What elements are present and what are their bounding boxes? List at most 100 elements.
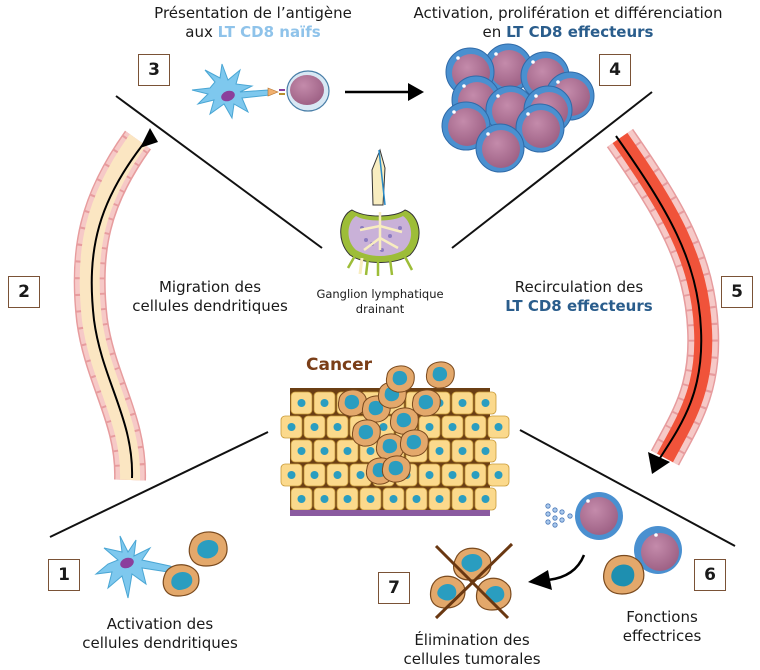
effector-t-cell (483, 43, 533, 93)
step-4-title-line2: en LT CD8 effecteurs (388, 23, 748, 42)
step-2-number-box: 2 (8, 276, 40, 308)
healthy-cell (487, 415, 510, 439)
healthy-cell (474, 487, 497, 511)
connector-line-4-center (451, 91, 653, 249)
step-7-label-line1: Élimination des (414, 631, 530, 649)
step-4-title: Activation, prolifération et différencia… (388, 4, 748, 42)
healthy-cell (290, 487, 313, 511)
arrowhead-icon (408, 83, 424, 101)
healthy-cell (290, 391, 313, 415)
mhc-antigen-icon (267, 87, 279, 97)
step-1-label: Activation des cellules dendritiques (80, 615, 240, 653)
effector-t-cell-label: LT CD8 effecteurs (506, 23, 654, 41)
tumor-cell (381, 455, 411, 483)
step-7-label-line2: cellules tumorales (403, 650, 541, 668)
tumor-cell (475, 577, 512, 611)
healthy-cell (487, 463, 510, 487)
blood-vessel (606, 128, 720, 474)
tumor-cell (425, 361, 455, 389)
dendritic-cell-nucleus (221, 90, 235, 102)
healthy-cell (405, 487, 428, 511)
step-4-title-prefix: en (482, 23, 507, 41)
healthy-cell (336, 439, 359, 463)
tumor-cell (603, 554, 645, 595)
step-2-label-line2: cellules dendritiques (132, 297, 288, 315)
healthy-cell (359, 487, 382, 511)
arrowhead-icon (140, 128, 158, 148)
healthy-cell (336, 487, 359, 511)
cancer-label: Cancer (306, 355, 373, 375)
healthy-cell (326, 415, 349, 439)
lymphatic-vessel (73, 128, 158, 481)
tumor-cell (429, 575, 466, 609)
lymph-node-label: Ganglion lymphatique drainant (300, 287, 460, 317)
arrowhead-icon (528, 570, 552, 590)
tumor-cell (162, 564, 200, 597)
healthy-cell (303, 415, 326, 439)
tumor-cell (351, 419, 381, 447)
healthy-cell (451, 487, 474, 511)
step-3-title-line2: aux LT CD8 naïfs (108, 23, 398, 42)
tumor-cell (453, 547, 492, 581)
healthy-cell (441, 415, 464, 439)
naive-t-cell-label: LT CD8 naïfs (217, 23, 321, 41)
tumor-cell (337, 389, 367, 417)
healthy-cell (313, 391, 336, 415)
lymph-node-label-line2: drainant (355, 302, 405, 316)
connector-line-tumor-1 (49, 431, 269, 538)
connector-line-tumor-6 (519, 429, 736, 547)
step-4-title-line1: Activation, prolifération et différencia… (413, 4, 723, 22)
step-7-number-box: 7 (378, 572, 410, 604)
step-1-label-line1: Activation des (106, 615, 214, 633)
tumor-cell (385, 365, 415, 393)
arrowhead-icon (648, 452, 670, 474)
step-2-label-line1: Migration des (158, 278, 262, 296)
step-5-label-line2: LT CD8 effecteurs (505, 297, 653, 315)
healthy-cell (451, 439, 474, 463)
healthy-cell (474, 391, 497, 415)
lymph-node-illustration (340, 148, 420, 276)
healthy-cell (382, 487, 405, 511)
healthy-cell (303, 463, 326, 487)
step-5-label-line1: Recirculation des (514, 278, 644, 296)
effector-functions-illustration (528, 492, 682, 595)
effector-t-cell (475, 123, 525, 173)
cross-icon (434, 542, 514, 620)
step-1-label-line2: cellules dendritiques (82, 634, 238, 652)
antigen-presentation-illustration (191, 63, 330, 120)
dendritic-cell-activation-illustration (94, 531, 228, 599)
healthy-cell (326, 463, 349, 487)
step-6-label-line1: Fonctions (626, 608, 698, 626)
tumor-cell (375, 433, 405, 461)
healthy-cell (280, 463, 303, 487)
tumor-cell (399, 429, 429, 457)
lymph-node-label-line1: Ganglion lymphatique (316, 287, 444, 301)
step-3-title-line1: Présentation de l’antigène (154, 4, 352, 22)
step-3-title-prefix: aux (185, 23, 218, 41)
effector-t-cell-cluster (441, 43, 595, 173)
healthy-cell (428, 439, 451, 463)
step-1-number-box: 1 (48, 559, 80, 591)
healthy-cell (280, 415, 303, 439)
cytotoxic-granules-icon (545, 503, 573, 528)
healthy-cell (464, 463, 487, 487)
tumor-cell (411, 389, 441, 417)
step-6-label: Fonctions effectrices (612, 608, 712, 646)
healthy-cell (464, 415, 487, 439)
healthy-cell (418, 463, 441, 487)
healthy-cell (313, 487, 336, 511)
healthy-cell (451, 391, 474, 415)
connector-line-3-center (115, 95, 323, 249)
healthy-cell (428, 487, 451, 511)
healthy-cell (290, 439, 313, 463)
step-2-label: Migration des cellules dendritiques (120, 278, 300, 316)
connector-lines (49, 91, 736, 547)
tumor-cell (188, 531, 228, 567)
step-4-number-box: 4 (599, 54, 631, 86)
healthy-cell (313, 439, 336, 463)
effector-t-cell (515, 103, 565, 153)
step-3-title: Présentation de l’antigène aux LT CD8 na… (108, 4, 398, 42)
basement-membrane (290, 510, 490, 516)
arrow-effector-to-elimination (547, 554, 586, 582)
